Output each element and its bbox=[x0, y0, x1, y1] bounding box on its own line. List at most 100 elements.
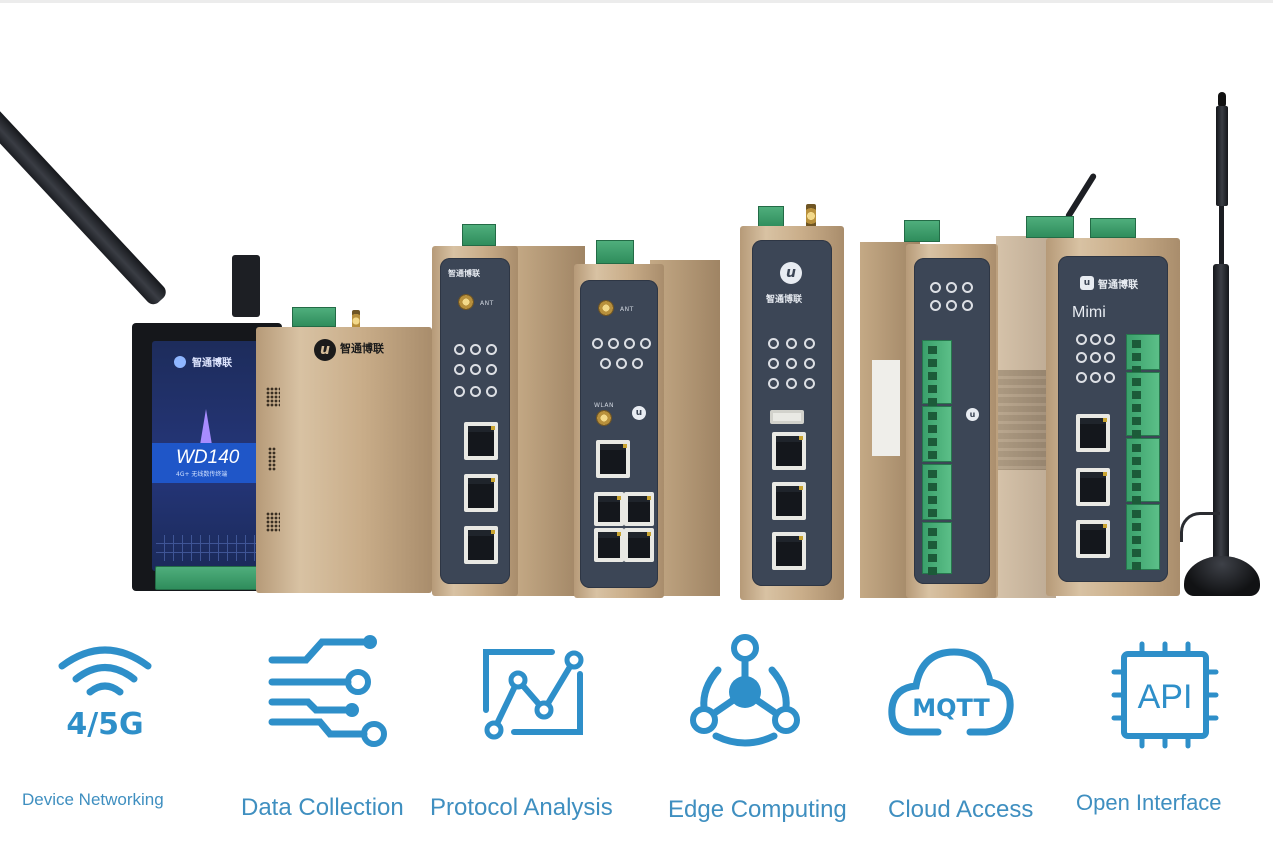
antenna-base bbox=[232, 255, 260, 317]
4-5g-text: 4/5G bbox=[66, 707, 143, 742]
terminal-block bbox=[1126, 372, 1160, 438]
signal-led bbox=[1076, 352, 1087, 363]
edge-network-hub-icon bbox=[690, 634, 800, 747]
front-panel: u 智通博联 bbox=[752, 240, 832, 586]
wd140-brand: 智通博联 bbox=[192, 358, 232, 369]
signal-led bbox=[470, 364, 481, 375]
terminal-top bbox=[462, 224, 496, 246]
status-led bbox=[1090, 334, 1101, 345]
port-led bbox=[786, 378, 797, 389]
brand-logo-icon: u bbox=[314, 339, 336, 361]
status-led bbox=[608, 338, 619, 349]
data-circuit-icon bbox=[268, 635, 387, 747]
terminal-top bbox=[1026, 216, 1074, 238]
front-panel: 智通博联 ANT bbox=[440, 258, 510, 584]
ethernet-port[interactable] bbox=[1076, 414, 1110, 452]
device-din-router-3port: 智通博联 ANT bbox=[432, 246, 518, 596]
status-led bbox=[640, 338, 651, 349]
din3-brand: 智通博联 bbox=[448, 269, 480, 278]
terminal-block bbox=[922, 522, 952, 575]
port-led bbox=[486, 386, 497, 397]
wifi-4-5g-icon: 4/5G bbox=[58, 646, 152, 742]
terminal-block bbox=[1126, 334, 1160, 374]
ethernet-port[interactable] bbox=[624, 528, 654, 562]
ethernet-port[interactable] bbox=[464, 422, 498, 460]
antenna-icon bbox=[0, 51, 170, 308]
cable bbox=[1064, 172, 1098, 220]
status-led bbox=[1104, 334, 1115, 345]
wd140-grid bbox=[156, 535, 256, 561]
feature-label-data-collection: Data Collection bbox=[241, 794, 404, 821]
ethernet-port[interactable] bbox=[596, 440, 630, 478]
antenna-cable bbox=[1180, 512, 1220, 542]
feature-label-device-networking: Device Networking bbox=[22, 790, 164, 809]
device-side bbox=[515, 246, 585, 596]
status-led bbox=[486, 344, 497, 355]
ethernet-port[interactable] bbox=[594, 528, 624, 562]
terminal-block bbox=[922, 340, 952, 406]
terminal-top bbox=[758, 206, 784, 228]
whip-antenna-rod bbox=[1219, 206, 1224, 266]
gold-box-brand: 智通博联 bbox=[340, 342, 384, 355]
port-led bbox=[454, 386, 465, 397]
wd140-subtitle: 4G+ 无线数传终端 bbox=[176, 471, 228, 478]
wd140-logo-dot bbox=[174, 356, 186, 368]
wd140-model-band bbox=[152, 443, 262, 483]
ethernet-port[interactable] bbox=[464, 526, 498, 564]
device-mimi-gateway: u 智通博联 Mimi bbox=[1046, 238, 1180, 596]
status-led bbox=[962, 282, 973, 293]
mqtt-cloud-icon: MQTT bbox=[888, 648, 1014, 736]
mimi-brand: 智通博联 bbox=[1098, 280, 1138, 291]
ethernet-port[interactable] bbox=[594, 492, 624, 526]
ethernet-port[interactable] bbox=[1076, 520, 1110, 558]
device-din-router-5port: ANT WLAN u bbox=[574, 264, 664, 598]
ethernet-port[interactable] bbox=[464, 474, 498, 512]
signal-tower-icon bbox=[200, 409, 212, 445]
status-led bbox=[768, 338, 779, 349]
ant-label: ANT bbox=[480, 300, 494, 307]
top-border bbox=[0, 0, 1273, 3]
wlan-connector bbox=[596, 410, 612, 426]
status-led bbox=[624, 338, 635, 349]
usb-port[interactable] bbox=[770, 410, 804, 424]
signal-led bbox=[454, 364, 465, 375]
usb-gw-brand: 智通博联 bbox=[766, 295, 803, 305]
brand-logo-icon: u bbox=[632, 406, 646, 420]
port-led bbox=[1090, 372, 1101, 383]
front-panel: ANT WLAN u bbox=[580, 280, 658, 588]
magnetic-antenna-base bbox=[1184, 556, 1260, 596]
ethernet-port[interactable] bbox=[772, 482, 806, 520]
status-led bbox=[592, 338, 603, 349]
line-chart-frame-icon bbox=[483, 649, 584, 740]
terminal-top bbox=[1090, 218, 1136, 238]
wd140-model: WD140 bbox=[176, 447, 240, 468]
port-led bbox=[1104, 372, 1115, 383]
status-led bbox=[946, 282, 957, 293]
ethernet-port[interactable] bbox=[1076, 468, 1110, 506]
feature-list: 4/5G bbox=[0, 620, 1273, 847]
status-led bbox=[470, 344, 481, 355]
brand-logo-icon: u bbox=[1080, 276, 1094, 290]
status-led bbox=[454, 344, 465, 355]
ant-connector bbox=[458, 294, 474, 310]
terminal-block bbox=[1126, 504, 1160, 570]
device-din-io-module: u bbox=[906, 244, 998, 598]
whip-antenna-upper bbox=[1216, 106, 1228, 206]
status-led bbox=[962, 300, 973, 311]
vent-holes bbox=[266, 387, 280, 407]
api-chip-icon: API bbox=[1111, 641, 1219, 749]
signal-led bbox=[1090, 352, 1101, 363]
feature-label-edge-computing: Edge Computing bbox=[668, 796, 847, 823]
status-led bbox=[804, 338, 815, 349]
terminal-top bbox=[904, 220, 940, 242]
front-panel: u bbox=[914, 258, 990, 584]
device-gold-box: u 智通博联 bbox=[256, 327, 432, 593]
ant-label: ANT bbox=[620, 306, 634, 313]
ethernet-port[interactable] bbox=[624, 492, 654, 526]
terminal-block bbox=[1126, 438, 1160, 504]
vent-holes bbox=[268, 447, 276, 471]
ant-connector bbox=[598, 300, 614, 316]
ethernet-port[interactable] bbox=[772, 432, 806, 470]
status-led bbox=[930, 282, 941, 293]
ethernet-port[interactable] bbox=[772, 532, 806, 570]
